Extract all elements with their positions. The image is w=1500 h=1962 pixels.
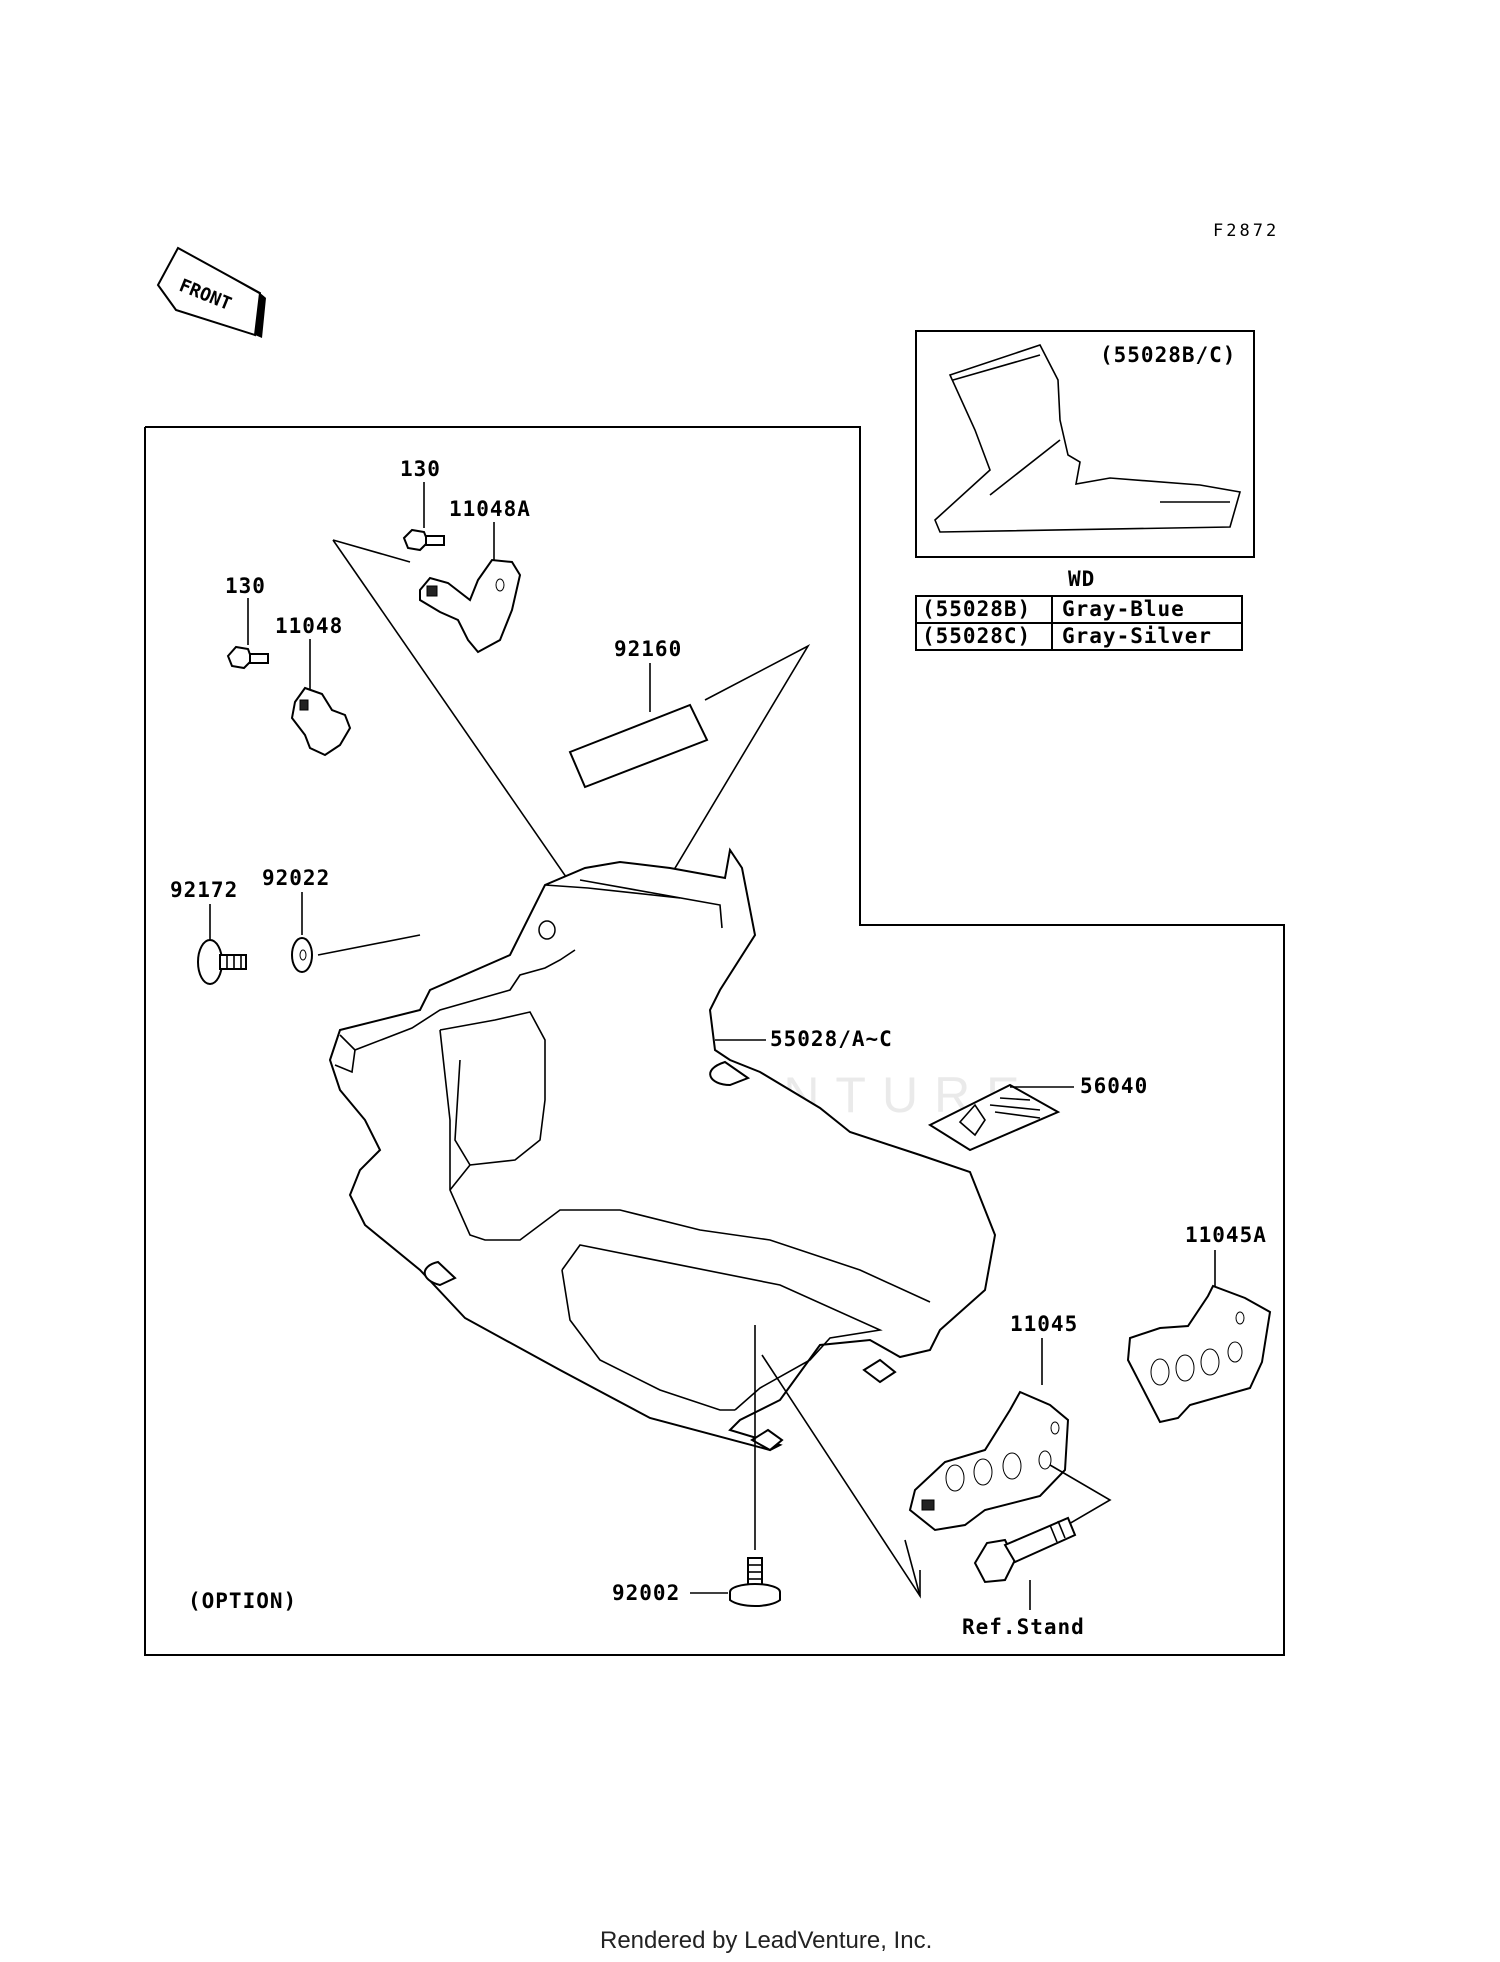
bracket-11048-drawing (290, 686, 352, 757)
front-arrow-icon: FRONT (156, 246, 266, 338)
pad-leader (619, 643, 811, 961)
label-92002: 92002 (612, 1581, 680, 1605)
label-55028: 55028/A~C (770, 1027, 893, 1051)
color-table-title: WD (1068, 567, 1095, 591)
variant-cowl-drawing (934, 344, 1242, 533)
ref-stand-bolt-drawing (973, 1516, 1077, 1584)
washer-icon (291, 937, 313, 973)
color-table: WD (55028B) Gray-Blue (55028C) Gray-Silv… (915, 567, 1243, 651)
label-ref-stand: Ref.Stand (962, 1615, 1085, 1639)
stay-11045-drawing (908, 1390, 1070, 1532)
label-130-upper: 130 (400, 457, 441, 481)
variant-box (915, 330, 1255, 558)
sticker-56040-drawing (927, 1083, 1061, 1152)
pad-92160-drawing (568, 703, 709, 789)
option-label: (OPTION) (188, 1589, 297, 1613)
color-table-row-color: Gray-Blue (1062, 597, 1185, 621)
option-frame (144, 426, 1285, 1656)
color-table-row-code: (55028B) (922, 597, 1031, 621)
figure-id: F2872 (1213, 221, 1279, 241)
label-56040: 56040 (1080, 1074, 1148, 1098)
color-table-row-code: (55028C) (922, 624, 1031, 648)
label-11045: 11045 (1010, 1312, 1078, 1336)
label-92160: 92160 (614, 637, 682, 661)
footer-credit: Rendered by LeadVenture, Inc. (600, 1927, 932, 1954)
bracket-11048A-drawing (419, 558, 522, 654)
label-11048: 11048 (275, 614, 343, 638)
bolt-icon (402, 528, 445, 552)
label-11048A: 11048A (449, 497, 531, 521)
screw-icon (729, 1557, 781, 1607)
color-table-row-color: Gray-Silver (1062, 624, 1212, 648)
bolt-icon (226, 645, 269, 670)
screw-icon (197, 939, 247, 985)
under-cowl-55028-drawing (328, 847, 997, 1452)
label-92172: 92172 (170, 878, 238, 902)
stay-11045A-drawing (1126, 1284, 1272, 1424)
label-92022: 92022 (262, 866, 330, 890)
label-130-left: 130 (225, 574, 266, 598)
variant-label: (55028B/C) (1100, 343, 1236, 367)
label-11045A: 11045A (1185, 1223, 1267, 1247)
